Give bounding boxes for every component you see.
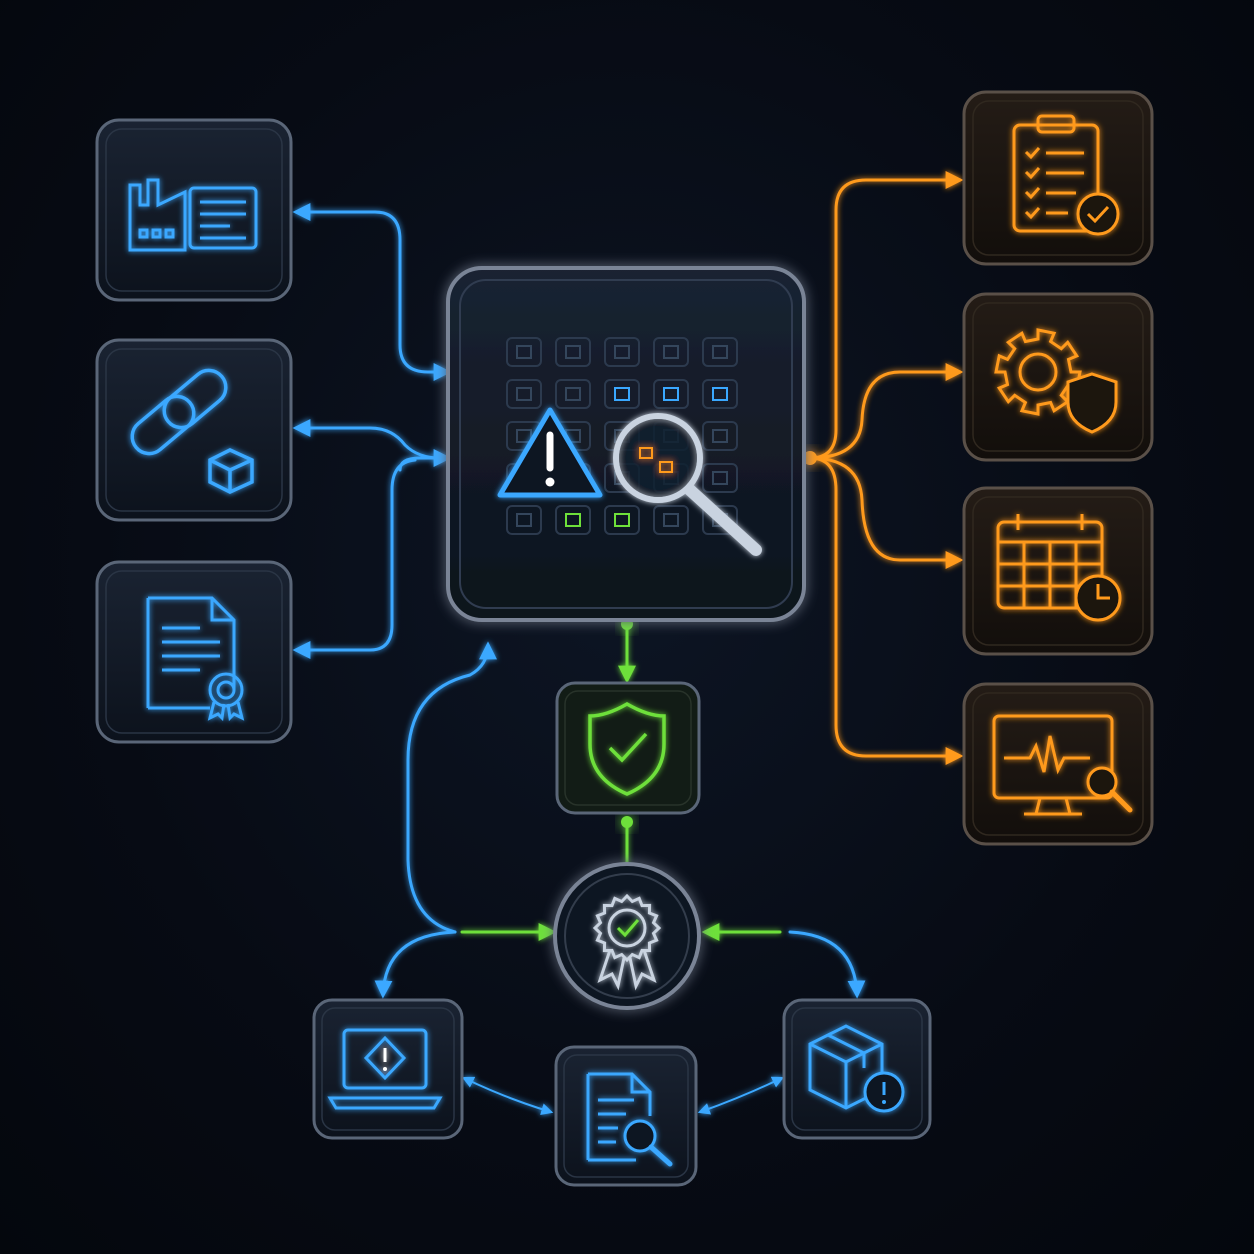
approval-tile[interactable] xyxy=(555,681,701,815)
connector-factory-central xyxy=(292,203,452,381)
shield-check-icon xyxy=(588,701,666,796)
calendar-cell-mark xyxy=(516,513,532,527)
calendar-cell xyxy=(702,421,738,451)
calendar-cell xyxy=(506,379,542,409)
calendar-cell-mark xyxy=(614,387,630,401)
calendar-cell-mark xyxy=(712,387,728,401)
calendar-cell-mark xyxy=(565,345,581,359)
right-tile-checklist[interactable] xyxy=(962,90,1154,266)
right-tile-gear-shield[interactable] xyxy=(962,292,1154,462)
calendar-cell-mark xyxy=(712,429,728,443)
connector-link-central xyxy=(292,419,442,460)
calendar-cell xyxy=(604,337,640,367)
left-tile-certificate[interactable] xyxy=(95,560,293,744)
calendar-cell xyxy=(702,505,738,535)
award-badge-node[interactable] xyxy=(553,862,701,1010)
package-alert-icon xyxy=(808,1024,905,1113)
warning-triangle-icon xyxy=(497,407,603,498)
chain-link-box-icon xyxy=(130,368,254,494)
right-tile-schedule[interactable] xyxy=(962,486,1154,656)
calendar-cell xyxy=(653,379,689,409)
calendar-cell xyxy=(653,337,689,367)
calendar-cell xyxy=(555,379,591,409)
junction-green-mid xyxy=(621,816,633,828)
calendar-cell xyxy=(702,463,738,493)
connector-central-schedule xyxy=(808,456,964,569)
bottom-tile-document-review[interactable] xyxy=(554,1045,698,1187)
calendar-cell-mark xyxy=(516,429,532,443)
calendar-cell xyxy=(604,505,640,535)
connector-laptop-docreview xyxy=(461,1076,554,1115)
calendar-cell-mark xyxy=(614,345,630,359)
calendar-cell-mark xyxy=(565,387,581,401)
connector-badge-loop xyxy=(406,641,497,934)
calendar-cell xyxy=(653,505,689,535)
connector-central-checklist xyxy=(808,171,964,460)
calendar-cell-mark xyxy=(712,471,728,485)
calendar-clock-icon xyxy=(996,514,1122,622)
calendar-cell-mark xyxy=(614,513,630,527)
certificate-document-icon xyxy=(146,596,245,722)
document-search-icon xyxy=(586,1072,673,1167)
calendar-cell-mark xyxy=(712,345,728,359)
calendar-cell-mark xyxy=(516,387,532,401)
laptop-warning-icon xyxy=(327,1028,443,1110)
connectors xyxy=(292,171,964,1115)
calendar-cell xyxy=(702,337,738,367)
calendar-cell xyxy=(555,505,591,535)
right-tile-monitoring[interactable] xyxy=(962,682,1154,846)
connector-certificate-central xyxy=(292,458,417,659)
bottom-tile-laptop-alert[interactable] xyxy=(312,998,464,1140)
gear-shield-icon xyxy=(994,328,1118,434)
connector-badge-laptop xyxy=(374,930,457,999)
calendar-cell xyxy=(506,505,542,535)
left-tile-factory[interactable] xyxy=(95,118,293,302)
junction-orange xyxy=(803,451,817,465)
calendar-cell xyxy=(506,337,542,367)
calendar-cell-mark xyxy=(663,345,679,359)
left-tile-supplier-link[interactable] xyxy=(95,338,293,522)
award-badge-icon xyxy=(592,893,662,991)
connector-central-gearshield xyxy=(808,363,964,460)
clipboard-check-icon xyxy=(1012,114,1120,236)
magnifier-icon xyxy=(613,413,762,556)
monitor-pulse-icon xyxy=(992,714,1133,816)
calendar-cell xyxy=(702,379,738,409)
factory-document-icon xyxy=(128,178,258,252)
central-analysis-tile[interactable] xyxy=(446,266,806,622)
calendar-cell xyxy=(555,337,591,367)
connector-central-left-bus xyxy=(398,449,452,472)
calendar-cell-mark xyxy=(663,387,679,401)
calendar-cell-mark xyxy=(663,513,679,527)
connector-badge-package xyxy=(788,930,866,999)
connector-central-monitoring xyxy=(808,456,964,765)
connector-docreview-package xyxy=(697,1076,785,1115)
calendar-cell xyxy=(604,379,640,409)
calendar-cell-mark xyxy=(516,345,532,359)
calendar-cell-mark xyxy=(565,513,581,527)
bottom-tile-package-alert[interactable] xyxy=(782,998,932,1140)
